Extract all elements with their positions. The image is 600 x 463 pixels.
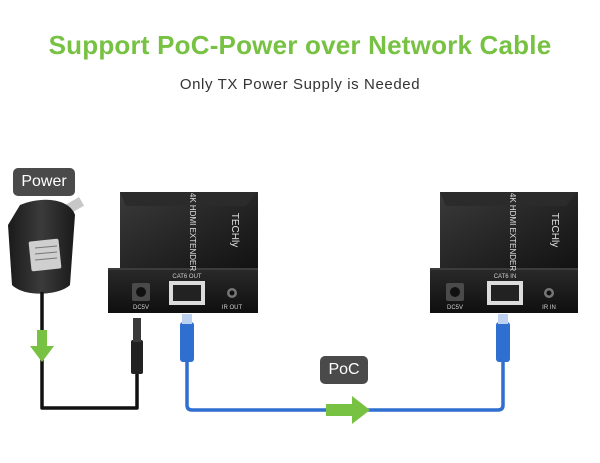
- rx-model-text: 4K HDMI EXTENDER: [508, 193, 517, 271]
- power-adapter: [8, 197, 85, 294]
- power-flow-arrow: [30, 330, 54, 362]
- poc-flow-arrow: [326, 396, 370, 424]
- tx-brand-text: TECHly: [229, 213, 240, 247]
- rx-ir-label: IR IN: [542, 305, 556, 311]
- tx-model-text: 4K HDMI EXTENDER: [188, 193, 197, 271]
- power-label: Power: [13, 168, 75, 196]
- rx-dc-label: DC5V: [447, 305, 463, 311]
- tx-ir-label: IR OUT: [222, 305, 243, 311]
- tx-extender-unit: 4K HDMI EXTENDER TECHly DC5V CAT6 OUT IR…: [108, 192, 258, 313]
- rx-extender-unit: 4K HDMI EXTENDER TECHly DC5V CAT6 IN IR …: [430, 192, 578, 313]
- tx-dc-label: DC5V: [133, 305, 149, 311]
- rx-cat6-label: CAT6 IN: [494, 274, 517, 280]
- dc-plug: [131, 340, 143, 374]
- poc-label: PoC: [320, 356, 368, 384]
- subheadline: Only TX Power Supply is Needed: [179, 76, 421, 93]
- rx-brand-text: TECHly: [549, 213, 560, 247]
- headline: Support PoC-Power over Network Cable: [48, 30, 552, 60]
- tx-cat6-label: CAT6 OUT: [172, 274, 202, 280]
